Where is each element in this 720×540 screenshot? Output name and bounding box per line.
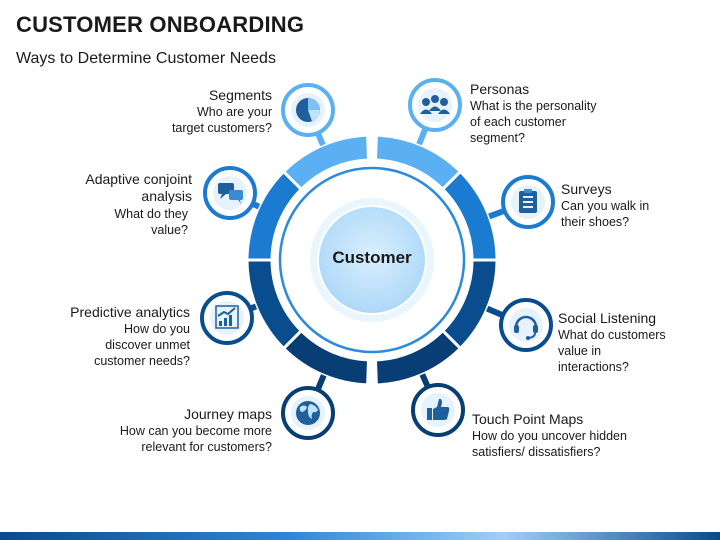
label-journey-maps: Journey maps How can you become more rel… bbox=[120, 406, 272, 455]
label-social-listening: Social Listening What do customers value… bbox=[558, 310, 666, 375]
clipboard-icon bbox=[501, 175, 555, 229]
label-adaptive-conjoint-desc: What do they value? bbox=[114, 206, 188, 238]
label-adaptive-conjoint: Adaptive conjoint analysis bbox=[85, 171, 192, 205]
adaptive-conjoint-heading: Adaptive conjoint analysis bbox=[85, 171, 192, 204]
label-touch-point-maps: Touch Point Maps How do you uncover hidd… bbox=[472, 411, 627, 460]
globe-icon bbox=[281, 386, 335, 440]
inner-ring-line bbox=[278, 166, 466, 354]
center-circle bbox=[317, 205, 427, 315]
ring-segment-social-listening bbox=[440, 258, 499, 351]
label-predictive-analytics: Predictive analytics How do you discover… bbox=[70, 304, 190, 369]
journey-maps-desc: How can you become more relevant for cus… bbox=[119, 424, 272, 454]
chat-bubbles-icon bbox=[203, 166, 257, 220]
ring-segment-surveys bbox=[440, 169, 499, 262]
page-subtitle: Ways to Determine Customer Needs bbox=[16, 50, 276, 67]
headset-icon bbox=[499, 298, 553, 352]
thumbs-up-icon bbox=[411, 383, 465, 437]
touch-point-maps-desc: How do you uncover hidden satisfiers/ di… bbox=[472, 429, 627, 459]
label-segments: Segments Who are your target customers? bbox=[172, 87, 272, 136]
predictive-analytics-desc: How do you discover unmet customer needs… bbox=[94, 322, 190, 368]
predictive-analytics-heading: Predictive analytics bbox=[70, 304, 190, 320]
segments-desc: Who are your target customers? bbox=[171, 105, 272, 135]
center-label: Customer bbox=[332, 248, 412, 267]
surveys-desc: Can you walk in their shoes? bbox=[561, 199, 650, 229]
ring-segment-predictive bbox=[245, 258, 304, 351]
touch-point-maps-heading: Touch Point Maps bbox=[472, 411, 584, 427]
segments-heading: Segments bbox=[208, 87, 272, 103]
personas-desc: What is the personality of each customer… bbox=[470, 99, 597, 145]
social-listening-heading: Social Listening bbox=[558, 310, 657, 326]
social-listening-desc: What do customers value in interactions? bbox=[558, 328, 666, 374]
ring-segments bbox=[245, 133, 499, 387]
label-surveys: Surveys Can you walk in their shoes? bbox=[561, 181, 649, 230]
surveys-heading: Surveys bbox=[561, 181, 612, 197]
adaptive-conjoint-desc: What do they value? bbox=[114, 207, 188, 237]
people-group-icon bbox=[408, 78, 462, 132]
icon-group bbox=[200, 78, 555, 440]
growth-chart-icon bbox=[200, 291, 254, 345]
journey-maps-heading: Journey maps bbox=[184, 406, 272, 422]
ring-segment-touch-point bbox=[373, 328, 463, 387]
personas-heading: Personas bbox=[470, 81, 530, 97]
pie-chart-icon bbox=[281, 83, 335, 137]
ring-segment-segments bbox=[281, 133, 371, 192]
label-personas: Personas What is the personality of each… bbox=[470, 81, 596, 146]
bottom-accent-bar bbox=[0, 532, 720, 540]
page-title: CUSTOMER ONBOARDING bbox=[16, 12, 305, 37]
